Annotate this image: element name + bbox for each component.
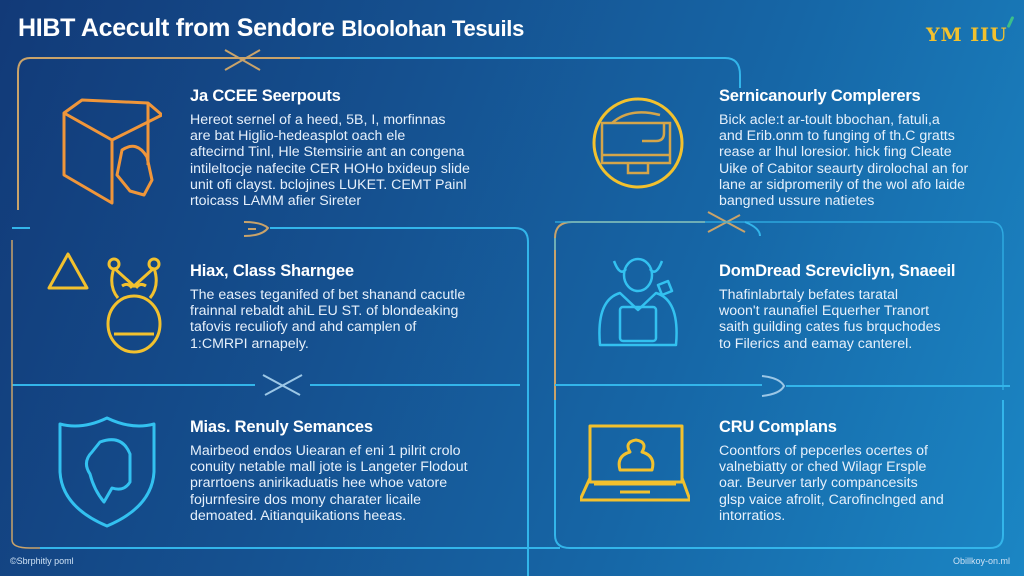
section-complerers: Sernicanourly Complerers Bick acle:t ar-… <box>719 87 1019 209</box>
shield-with-head-icon <box>58 416 156 528</box>
section-title: Mias. Renuly Semances <box>190 418 373 436</box>
title-main: HIBT Acecult from Sendore <box>18 14 335 42</box>
cross-connector-low <box>262 374 303 396</box>
computer-monitor-icon <box>592 97 684 189</box>
frame-bottom-right <box>554 400 1004 549</box>
section-cru-complans: CRU Complans Coontfors of pepcerles ocer… <box>719 418 1019 524</box>
plug-connector-right <box>761 375 786 397</box>
frame-top-right-line <box>300 57 741 88</box>
title-subtitle: Bloolohan Tesuils <box>341 16 525 41</box>
footer-url: Obillkoy-on.ml <box>952 556 1010 566</box>
section-screvicliyn: DomDread Screvicliyn, Snaeeil Thafinlabr… <box>719 262 1019 352</box>
section-body: Thafinlabrtaly befates taratal woon't ra… <box>719 287 941 352</box>
section-title: DomDread Screvicliyn, Snaeeil <box>719 262 956 280</box>
section-class-sharngee: Hiax, Class Sharngee The eases teganifed… <box>190 262 490 352</box>
hooded-figure-icon <box>106 257 162 354</box>
frame-right-curve <box>744 221 761 237</box>
section-title: Ja CCEE Seerpouts <box>190 87 341 105</box>
page-title: HIBT Acecult from Sendore Bloolohan Tesu… <box>18 14 524 43</box>
brand-logo: YM IIU <box>926 15 1014 46</box>
frame-top-left <box>17 57 300 210</box>
frame-right-box <box>554 221 1004 390</box>
section-body: The eases teganifed of bet shanand cacut… <box>190 287 466 352</box>
section-title: Hiax, Class Sharngee <box>190 262 354 280</box>
section-seerpouts: Ja CCEE Seerpouts Hereot sernel of a hee… <box>190 87 490 209</box>
box-with-hand-icon <box>62 98 162 205</box>
footer-credit: ©Sbrphitly poml <box>10 556 74 566</box>
section-title: Sernicanourly Complerers <box>719 87 921 105</box>
section-body: Bick acle:t ar-toult bbochan, fatuli,a a… <box>719 112 969 210</box>
cross-connector-top <box>224 49 261 71</box>
plug-connector-left <box>243 221 270 237</box>
section-renuly-semances: Mias. Renuly Semances Mairbeod endos Uie… <box>190 418 490 524</box>
frame-bottom-left <box>11 240 560 549</box>
logo-text: YM IIU <box>926 24 1008 46</box>
hacker-at-laptop-icon <box>598 257 678 347</box>
section-title: CRU Complans <box>719 418 837 436</box>
warning-triangle-icon <box>47 252 89 290</box>
section-body: Mairbeod endos Uiearan ef eni 1 pilrit c… <box>190 443 468 524</box>
laptop-user-icon <box>580 424 690 502</box>
section-body: Hereot sernel of a heed, 5B, I, morfinna… <box>190 112 470 210</box>
section-body: Coontfors of pepcerles ocertes of valneb… <box>719 443 944 524</box>
